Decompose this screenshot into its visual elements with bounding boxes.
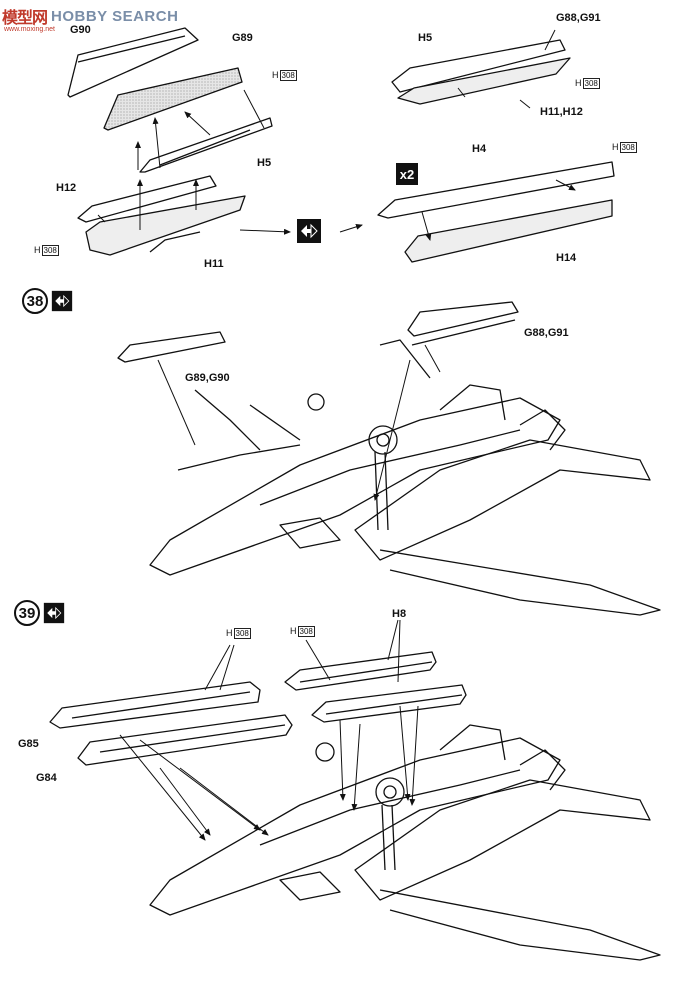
step-38-marker: 38: [22, 288, 73, 314]
step39-aircraft-drawing: [49, 651, 661, 961]
quantity-x2-badge: x2: [396, 163, 418, 185]
watermark-chinese: 模型网: [2, 10, 48, 27]
part-label-h4: H4: [472, 143, 487, 155]
watermark-logo: 模型网 HOBBY SEARCH: [2, 4, 178, 28]
upper-right-exploded-view: [377, 39, 615, 263]
part-label-h8: H8: [392, 608, 407, 620]
part-label-h14: H14: [556, 252, 577, 264]
part-label-g88-g91: G88,G91: [556, 12, 601, 24]
step-39-marker: 39: [14, 600, 65, 626]
part-label-h11-h12: H11,H12: [540, 106, 583, 118]
part-label-g85: G85: [18, 738, 39, 750]
part-label-g90: G90: [70, 24, 91, 36]
part-label-g84: G84: [36, 772, 57, 784]
step-38-flip-icon: [51, 290, 73, 312]
part-label-g88-g91-step38: G88,G91: [524, 327, 569, 339]
watermark-english: HOBBY SEARCH: [51, 7, 179, 25]
step-39-number: 39: [14, 600, 40, 626]
upper-left-exploded-view: [67, 27, 273, 256]
part-label-h5-right: H5: [418, 32, 433, 44]
watermark-url: www.moxing.net: [4, 26, 55, 33]
step38-aircraft-drawing: [117, 301, 661, 616]
part-label-g89-g90: G89,G90: [185, 372, 230, 384]
part-label-h12: H12: [56, 182, 77, 194]
step-39-flip-icon: [43, 602, 65, 624]
flip-over-icon: [297, 219, 321, 243]
leader-lines: [97, 29, 576, 841]
part-label-h11: H11: [204, 258, 224, 270]
part-label-g89: G89: [232, 32, 253, 44]
step-38-number: 38: [22, 288, 48, 314]
part-label-h5-left: H5: [257, 157, 272, 169]
